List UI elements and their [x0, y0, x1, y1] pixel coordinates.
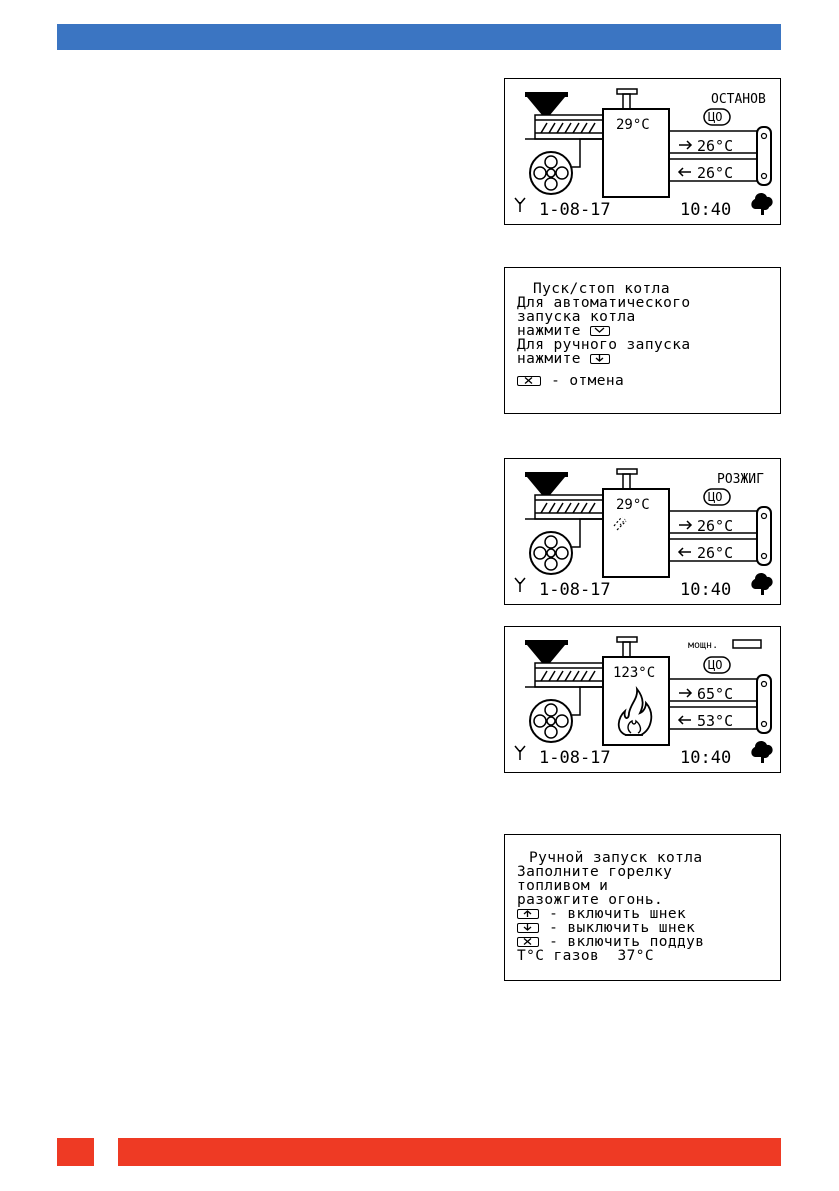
- co-badge-label: ЦО: [708, 490, 722, 504]
- menu-line: Заполните горелку: [517, 864, 673, 880]
- date-text: 1-08-17: [539, 200, 611, 220]
- radiator-icon: [756, 506, 772, 566]
- cancel-text: - отмена: [551, 373, 625, 389]
- tree-weather-icon: [751, 573, 773, 595]
- fan-icon: [529, 518, 603, 575]
- menu-line: - включить поддув: [517, 935, 772, 949]
- time-text: 10:40: [680, 200, 731, 220]
- footer-page-block: [57, 1138, 94, 1166]
- menu-line-text: нажмите: [517, 351, 581, 367]
- tree-weather-icon: [751, 741, 773, 763]
- time-text: 10:40: [680, 748, 731, 768]
- return-temp: 26°C: [697, 544, 733, 562]
- boiler-display-stopped: 29°C 26°C 26°C ОСТАНОВ ЦО 1-08-17 10:40: [504, 78, 781, 225]
- menu-line-text: нажмите: [517, 323, 581, 339]
- menu-line: Для автоматического: [517, 295, 691, 311]
- boiler-display-ignition: 29°C 26°C 26°C РОЗЖИГ ЦО 1-08-17 10:40: [504, 458, 781, 605]
- flue-gas-label: T°C газов: [517, 948, 600, 964]
- fan-icon: [529, 686, 603, 743]
- top-color-bar: [57, 24, 781, 50]
- return-temp: 53°C: [697, 712, 733, 730]
- footer-color-bar: [118, 1138, 781, 1166]
- boiler-temp: 123°C: [613, 665, 655, 681]
- menu-line: разожгите огонь.: [517, 892, 664, 908]
- hopper-icon: [525, 640, 604, 688]
- key-action-text: - включить поддув: [549, 934, 705, 950]
- down-key-icon: [517, 923, 539, 933]
- cancel-key-icon: [517, 376, 541, 386]
- key-action-text: - выключить шнек: [549, 920, 696, 936]
- menu-line: топливом и: [517, 878, 609, 894]
- radiator-icon: [756, 674, 772, 734]
- start-stop-menu-screen: Пуск/стоп котла Для автоматического запу…: [504, 267, 781, 414]
- time-text: 10:40: [680, 580, 731, 600]
- ignition-sparks-icon: [613, 516, 627, 531]
- menu-title: Ручной запуск котла: [529, 850, 703, 866]
- menu-line: - отмена: [517, 374, 772, 388]
- boiler-temp: 29°C: [616, 497, 650, 513]
- manual-start-screen: Ручной запуск котла Заполните горелку то…: [504, 834, 781, 981]
- menu-line: запуска котла: [517, 309, 636, 325]
- down-key-icon: [590, 354, 611, 364]
- power-label: мощн.: [688, 640, 718, 651]
- co-badge: ЦО: [703, 656, 731, 674]
- boiler-icon: [602, 88, 670, 198]
- supply-temp: 26°C: [697, 137, 733, 155]
- pipes-icon: [669, 678, 757, 730]
- boiler-temp: 29°C: [616, 117, 650, 133]
- flame-icon: [617, 686, 653, 736]
- flue-gas-temp: 37°C: [617, 948, 654, 964]
- power-level-icon: [732, 639, 762, 649]
- antenna-icon: [514, 577, 526, 592]
- menu-title: Пуск/стоп котла: [533, 281, 670, 297]
- boiler-display-operating: 123°C 65°C 53°C мощн. ЦО 1-08-17 10:40: [504, 626, 781, 773]
- menu-line: нажмите: [517, 324, 772, 338]
- date-text: 1-08-17: [539, 580, 611, 600]
- antenna-icon: [514, 197, 526, 212]
- status-text: ОСТАНОВ: [711, 92, 766, 107]
- tree-weather-icon: [751, 193, 773, 215]
- co-badge-label: ЦО: [708, 658, 722, 672]
- key-action-text: - включить шнек: [549, 906, 687, 922]
- boiler-icon: [602, 636, 670, 746]
- menu-line: - включить шнек: [517, 907, 772, 921]
- co-badge: ЦО: [703, 488, 731, 506]
- radiator-icon: [756, 126, 772, 186]
- check-key-icon: [590, 326, 611, 336]
- pipes-icon: [669, 130, 757, 182]
- menu-line: T°C газов 37°C: [517, 948, 772, 964]
- supply-temp: 26°C: [697, 517, 733, 535]
- return-temp: 26°C: [697, 164, 733, 182]
- co-badge-label: ЦО: [708, 110, 722, 124]
- up-key-icon: [517, 909, 539, 919]
- fan-icon: [529, 138, 603, 195]
- menu-line: нажмите: [517, 352, 772, 366]
- pipes-icon: [669, 510, 757, 562]
- hopper-icon: [525, 472, 604, 520]
- date-text: 1-08-17: [539, 748, 611, 768]
- supply-temp: 65°C: [697, 685, 733, 703]
- status-text: РОЗЖИГ: [717, 472, 764, 487]
- menu-line: - выключить шнек: [517, 921, 772, 935]
- cancel-key-icon: [517, 937, 539, 947]
- hopper-icon: [525, 92, 604, 140]
- antenna-icon: [514, 745, 526, 760]
- menu-line: Для ручного запуска: [517, 337, 691, 353]
- co-badge: ЦО: [703, 108, 731, 126]
- boiler-icon: [602, 468, 670, 578]
